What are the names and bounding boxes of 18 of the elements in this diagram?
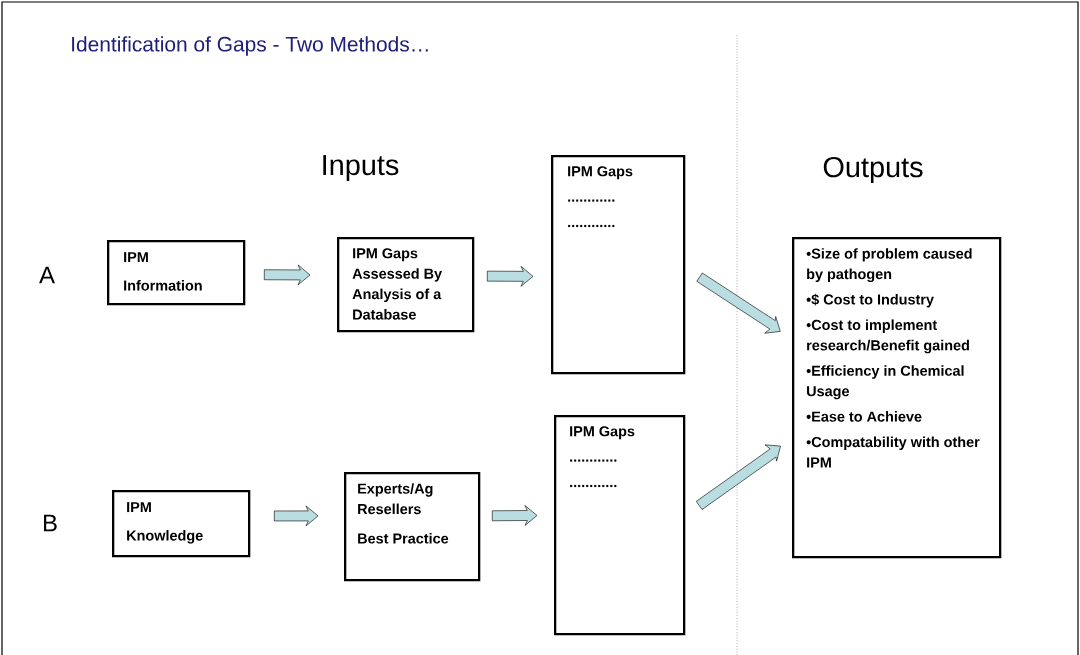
column-heading: Inputs [323, 155, 399, 181]
column-heading: Outputs [823, 156, 923, 184]
block-arrow [491, 505, 538, 526]
text-box: IPM Gaps ............ ............ [554, 415, 686, 636]
text-box: IPM Information [107, 240, 246, 306]
row-label: A [39, 266, 55, 284]
block-arrow [486, 266, 534, 287]
block-arrow [263, 264, 311, 286]
text-box: IPM Gaps ............ ............ [551, 155, 686, 375]
text-box: IPM Gaps Assessed By Analysis of a Database [337, 237, 475, 333]
block-arrow [695, 444, 781, 510]
text-box: •Size of problem caused by pathogen •$ Cost to Industry •Cost to implement research/Benefit gained •Efficiency in Chemical Usage •Ease to Achieve •Compatability with other IPM [792, 237, 1002, 559]
row-label: B [44, 514, 57, 532]
text-box: Experts/Ag Resellers Best Practice [344, 472, 481, 582]
block-arrow [274, 505, 319, 527]
text-box: IPM Knowledge [112, 490, 251, 558]
title: Identification of Gaps - Two Methods… [72, 36, 428, 56]
block-arrow [696, 272, 781, 334]
